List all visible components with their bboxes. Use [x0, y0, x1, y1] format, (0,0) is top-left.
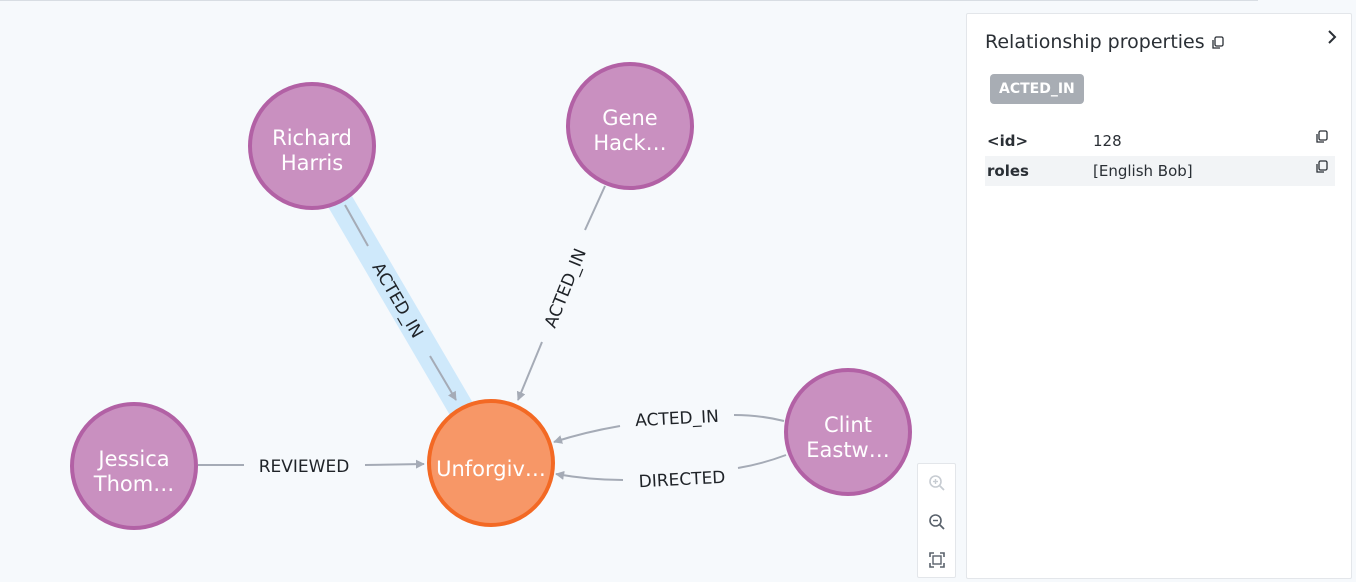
- property-key: roles: [987, 162, 1029, 180]
- node-label-line1: Unforgiv…: [436, 457, 546, 481]
- fit-to-screen-icon: [929, 552, 945, 568]
- chevron-right-icon: [1328, 30, 1337, 44]
- node-label-line1: Richard: [272, 126, 352, 150]
- zoom-out-button[interactable]: [927, 512, 947, 532]
- relationship-richard-acted-in[interactable]: ACTED_IN: [344, 204, 457, 401]
- node-label-line1: Gene: [602, 106, 657, 130]
- node-richard-harris[interactable]: Richard Harris: [248, 82, 376, 210]
- property-value: 128: [1093, 132, 1122, 150]
- relationship-label: ACTED_IN: [368, 259, 427, 341]
- graph-canvas[interactable]: ACTED_IN ACTED_IN REVIEWED ACTED_IN DIRE…: [0, 0, 960, 582]
- property-key: <id>: [987, 132, 1029, 150]
- node-jessica-thompson[interactable]: Jessica Thom…: [70, 402, 198, 530]
- copy-property-button[interactable]: [1315, 160, 1329, 178]
- collapse-panel-button[interactable]: [1323, 28, 1341, 46]
- property-row-roles: roles [English Bob]: [985, 156, 1335, 186]
- node-label-line1: Clint: [824, 413, 872, 437]
- zoom-out-icon: [929, 514, 945, 530]
- relationship-label: DIRECTED: [638, 468, 726, 493]
- relationship-clint-acted-in[interactable]: ACTED_IN: [553, 407, 785, 444]
- relationship-jessica-reviewed[interactable]: REVIEWED: [198, 457, 425, 477]
- zoom-in-button[interactable]: [927, 473, 947, 493]
- copy-icon: [1316, 160, 1328, 173]
- node-label-line1: Jessica: [96, 447, 169, 471]
- copy-icon: [1212, 36, 1224, 49]
- copy-icon: [1316, 130, 1328, 143]
- node-label-line2: Eastw…: [806, 438, 890, 462]
- node-clint-eastwood[interactable]: Clint Eastw…: [784, 368, 912, 496]
- copy-property-button[interactable]: [1315, 130, 1329, 148]
- node-label-line2: Hack…: [593, 131, 666, 155]
- zoom-controls: [917, 463, 956, 578]
- zoom-in-icon: [929, 475, 945, 491]
- panel-title: Relationship properties: [985, 31, 1205, 53]
- relationship-label: ACTED_IN: [541, 246, 591, 331]
- relationship-gene-acted-in[interactable]: ACTED_IN: [516, 185, 606, 401]
- copy-all-button[interactable]: [1211, 36, 1225, 55]
- node-gene-hackman[interactable]: Gene Hack…: [566, 62, 694, 190]
- node-label-line2: Thom…: [93, 472, 174, 496]
- node-unforgiven[interactable]: Unforgiv…: [427, 399, 555, 527]
- relationship-properties-panel: Relationship properties ACTED_IN <id> 12…: [966, 13, 1352, 579]
- relationship-label: REVIEWED: [259, 457, 350, 477]
- property-value: [English Bob]: [1093, 162, 1193, 180]
- fit-to-screen-button[interactable]: [927, 550, 947, 570]
- relationship-type-badge[interactable]: ACTED_IN: [990, 74, 1084, 104]
- relationship-label: ACTED_IN: [635, 407, 720, 431]
- property-row-id: <id> 128: [985, 126, 1335, 156]
- top-bar-border: [0, 0, 1258, 1]
- node-label-line2: Harris: [281, 151, 343, 175]
- relationship-clint-directed[interactable]: DIRECTED: [555, 454, 787, 493]
